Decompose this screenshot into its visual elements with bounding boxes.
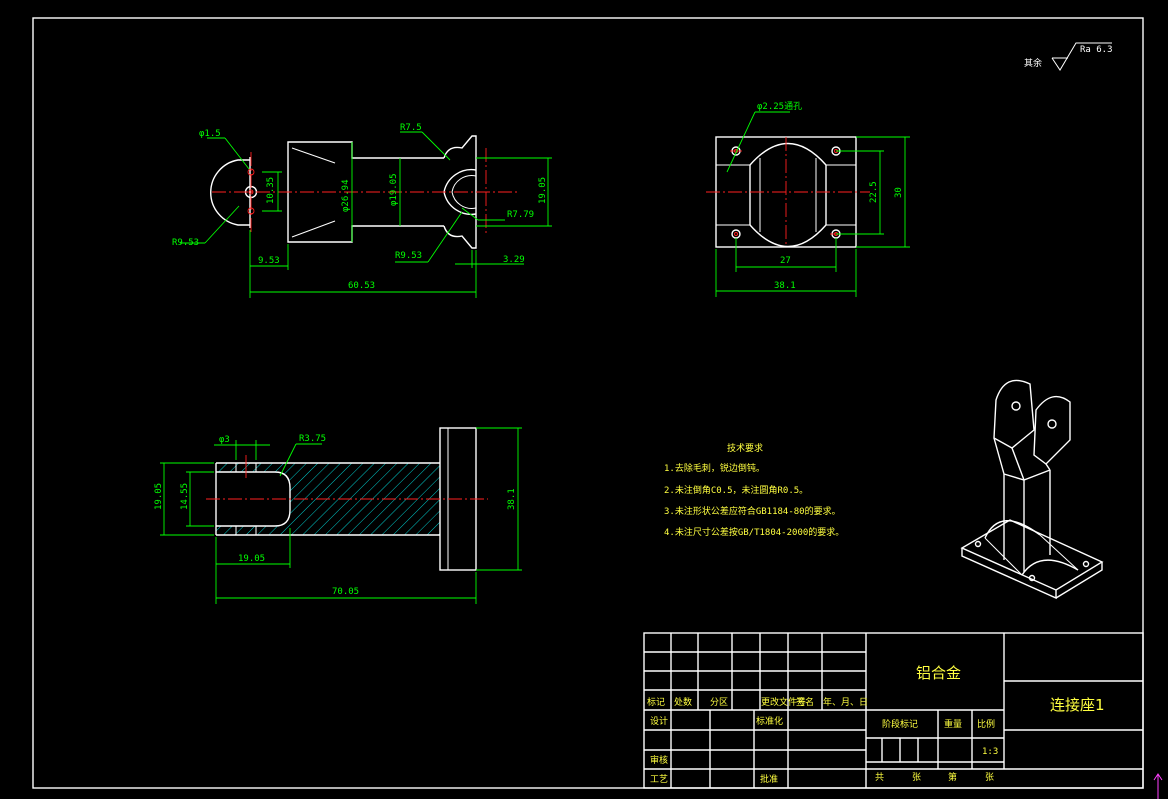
- side-h-inner-label: 22.5: [869, 181, 879, 203]
- side-w-inner-label: 27: [780, 256, 791, 266]
- tech-req-item-3: 3.未注形状公差应符合GB1184-80的要求。: [664, 505, 841, 517]
- sheets-label: 张: [912, 772, 921, 783]
- surface-rest-label: 其余: [1024, 57, 1042, 69]
- title-block: 铝合金 连接座1 标记 处数 分区 更改文件号 签名 年、月、日 设计 标准化 …: [643, 632, 1144, 789]
- section-h-outer-label: 19.05: [154, 483, 164, 510]
- top-small-h-label: 10.35: [266, 177, 276, 204]
- section-flange-h-label: 38.1: [507, 488, 517, 510]
- top-radius-outer-label: R9.53: [172, 238, 199, 248]
- section-hole-dia-label: φ3: [219, 435, 230, 445]
- part-name-label: 连接座1: [1050, 696, 1105, 714]
- scale-value: 1:3: [982, 747, 998, 757]
- section-radius-label: R3.75: [299, 434, 326, 444]
- section-total-len-label: 70.05: [332, 587, 359, 597]
- top-view: [210, 135, 520, 249]
- sheet2-label: 张: [985, 772, 994, 783]
- side-view: [706, 136, 870, 248]
- tech-req-item-2: 2.未注倒角C0.5，未注圆角R0.5。: [664, 484, 808, 496]
- top-view-dimensions: φ1.5 R9.53 10.35 φ26.94 φ19.05 R7.5 R7.7…: [172, 123, 552, 298]
- header-zone: 分区: [710, 697, 728, 708]
- process-label: 工艺: [650, 774, 668, 785]
- total-label: 共: [875, 772, 884, 783]
- design-label: 设计: [650, 715, 668, 727]
- header-mark: 标记: [647, 696, 665, 708]
- top-dia-inner-label: φ19.05: [389, 173, 399, 206]
- approve-label: 批准: [760, 773, 778, 785]
- side-hole-label: φ2.25通孔: [757, 101, 802, 112]
- page-label: 第: [948, 771, 957, 783]
- scale-label: 比例: [977, 718, 995, 730]
- section-view-dimensions: φ3 R3.75 19.05 14.55 38.1 19.05 70.05: [154, 427, 522, 604]
- standardize-label: 标准化: [756, 715, 783, 727]
- stage-mark-label: 阶段标记: [882, 718, 918, 730]
- top-r-top-label: R7.5: [400, 123, 422, 133]
- top-h-right-label: 19.05: [538, 177, 548, 204]
- roughness-value: Ra 6.3: [1080, 45, 1113, 55]
- surface-roughness-symbol: 其余 Ra 6.3: [1024, 42, 1113, 71]
- top-total-len-label: 60.53: [348, 281, 375, 291]
- side-view-dimensions: φ2.25通孔 22.5 30 27 38.1: [715, 101, 910, 297]
- section-h-inner-label: 14.55: [180, 483, 190, 510]
- tech-req-item-1: 1.去除毛刺，锐边倒钝。: [664, 462, 765, 474]
- ucs-arrow-icon: [1153, 773, 1163, 799]
- header-change-doc: 更改文件号: [761, 696, 806, 708]
- check-label: 审核: [650, 754, 668, 766]
- header-count: 处数: [674, 696, 692, 708]
- side-h-outer-label: 30: [894, 187, 904, 198]
- top-r-bot-label: R9.53: [395, 251, 422, 261]
- header-signature: 签名: [796, 696, 814, 708]
- header-date: 年、月、日: [823, 696, 868, 708]
- top-r-mid-label: R7.79: [507, 210, 534, 220]
- top-dia-outer-label: φ26.94: [341, 179, 351, 212]
- tech-requirements: 技术要求 1.去除毛刺，锐边倒钝。 2.未注倒角C0.5，未注圆角R0.5。 3…: [664, 442, 844, 538]
- top-hole-dia-label: φ1.5: [199, 129, 221, 139]
- material-label: 铝合金: [916, 664, 961, 682]
- section-view: [206, 427, 488, 571]
- side-w-outer-label: 38.1: [774, 281, 796, 291]
- top-w-flange-label: 3.29: [503, 255, 525, 265]
- tech-req-title: 技术要求: [727, 442, 763, 454]
- weight-label: 重量: [944, 718, 962, 730]
- section-w-fork-label: 19.05: [238, 554, 265, 564]
- top-w-left-label: 9.53: [258, 256, 280, 266]
- tech-req-item-4: 4.未注尺寸公差按GB/T1804-2000的要求。: [664, 526, 844, 538]
- drawing-frame: [32, 17, 1144, 789]
- isometric-view: [960, 379, 1104, 600]
